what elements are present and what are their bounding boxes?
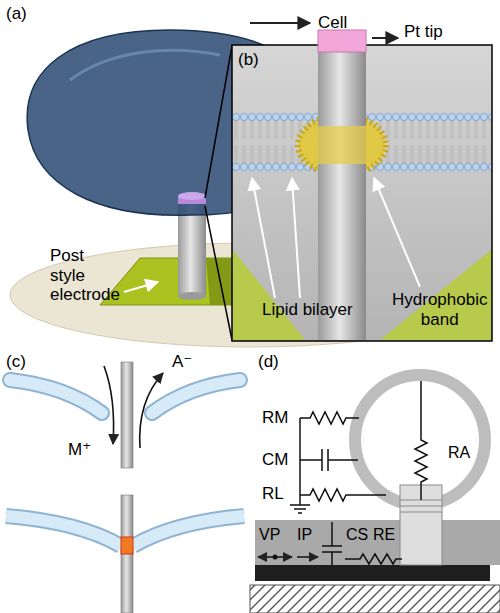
membrane-edge — [133, 516, 244, 546]
circuit-label: RA — [448, 444, 470, 462]
bilayer-leader — [292, 178, 300, 298]
ion-label: M⁺ — [68, 440, 91, 460]
hydrophobic-seal — [121, 537, 133, 554]
circuit-label: CS — [346, 526, 368, 544]
resistor-symbol — [345, 554, 402, 564]
band-leader — [374, 178, 420, 287]
circuit-label: RL — [262, 484, 284, 504]
cell-arrow — [250, 22, 310, 24]
membrane-edge — [10, 380, 102, 413]
panel-label: (c) — [6, 352, 26, 372]
panel-d — [250, 375, 500, 613]
capacitor-symbol — [300, 449, 358, 471]
circuit-label: IP — [297, 526, 312, 544]
resistor-symbol — [300, 489, 386, 501]
circuit-label: RM — [262, 408, 288, 428]
pt-tip-arrow — [372, 37, 398, 39]
ground-symbol — [290, 505, 310, 513]
inset-frame — [232, 45, 492, 341]
wire — [299, 418, 301, 505]
post-base — [178, 292, 206, 300]
callout-label: Pt tip — [404, 22, 443, 42]
callout-label: Post style electrode — [50, 246, 120, 305]
electrode-lead — [255, 565, 490, 581]
membrane — [10, 380, 102, 413]
substrate-block — [255, 520, 500, 565]
zoom-line — [205, 206, 232, 340]
electrode-leader — [124, 282, 158, 292]
panel-label: (d) — [258, 352, 279, 372]
resistor-symbol — [300, 412, 359, 424]
pt-tip — [318, 30, 366, 52]
anion-arrow — [140, 373, 163, 448]
callout-label: Hydrophobic band — [392, 290, 487, 329]
panel-c — [6, 362, 244, 613]
membrane-edge — [152, 380, 240, 413]
base-hatch — [250, 585, 500, 613]
cell-highlight — [70, 50, 220, 80]
circuit-label: VP — [259, 526, 280, 544]
membrane — [6, 516, 121, 546]
membrane — [133, 516, 244, 546]
post-electrode-detail — [318, 50, 366, 340]
pad-detail — [380, 250, 491, 340]
panel-label: (a) — [6, 4, 27, 24]
current-arrow — [297, 556, 318, 558]
node-dot — [273, 555, 278, 560]
post-band — [400, 500, 442, 512]
panel-label: (b) — [238, 50, 259, 70]
capacitor-symbol — [322, 522, 342, 565]
ion-label: A⁻ — [172, 352, 192, 372]
membrane — [152, 380, 240, 413]
bilayer-leader — [252, 178, 275, 298]
callout-label: Cell — [318, 13, 347, 33]
resistor-symbol — [415, 381, 427, 500]
callout-label: Lipid bilayer — [262, 300, 353, 320]
panel-b — [232, 30, 492, 341]
post-rod — [121, 362, 133, 468]
hydrophobic-band-front — [318, 126, 366, 164]
membrane-edge — [6, 516, 121, 546]
circuit-label: RE — [373, 526, 395, 544]
post-rod — [121, 495, 133, 613]
cation-arrow — [104, 366, 114, 444]
zoom-line — [205, 46, 232, 198]
pt-tip-top — [178, 192, 206, 200]
circuit-label: CM — [262, 450, 288, 470]
